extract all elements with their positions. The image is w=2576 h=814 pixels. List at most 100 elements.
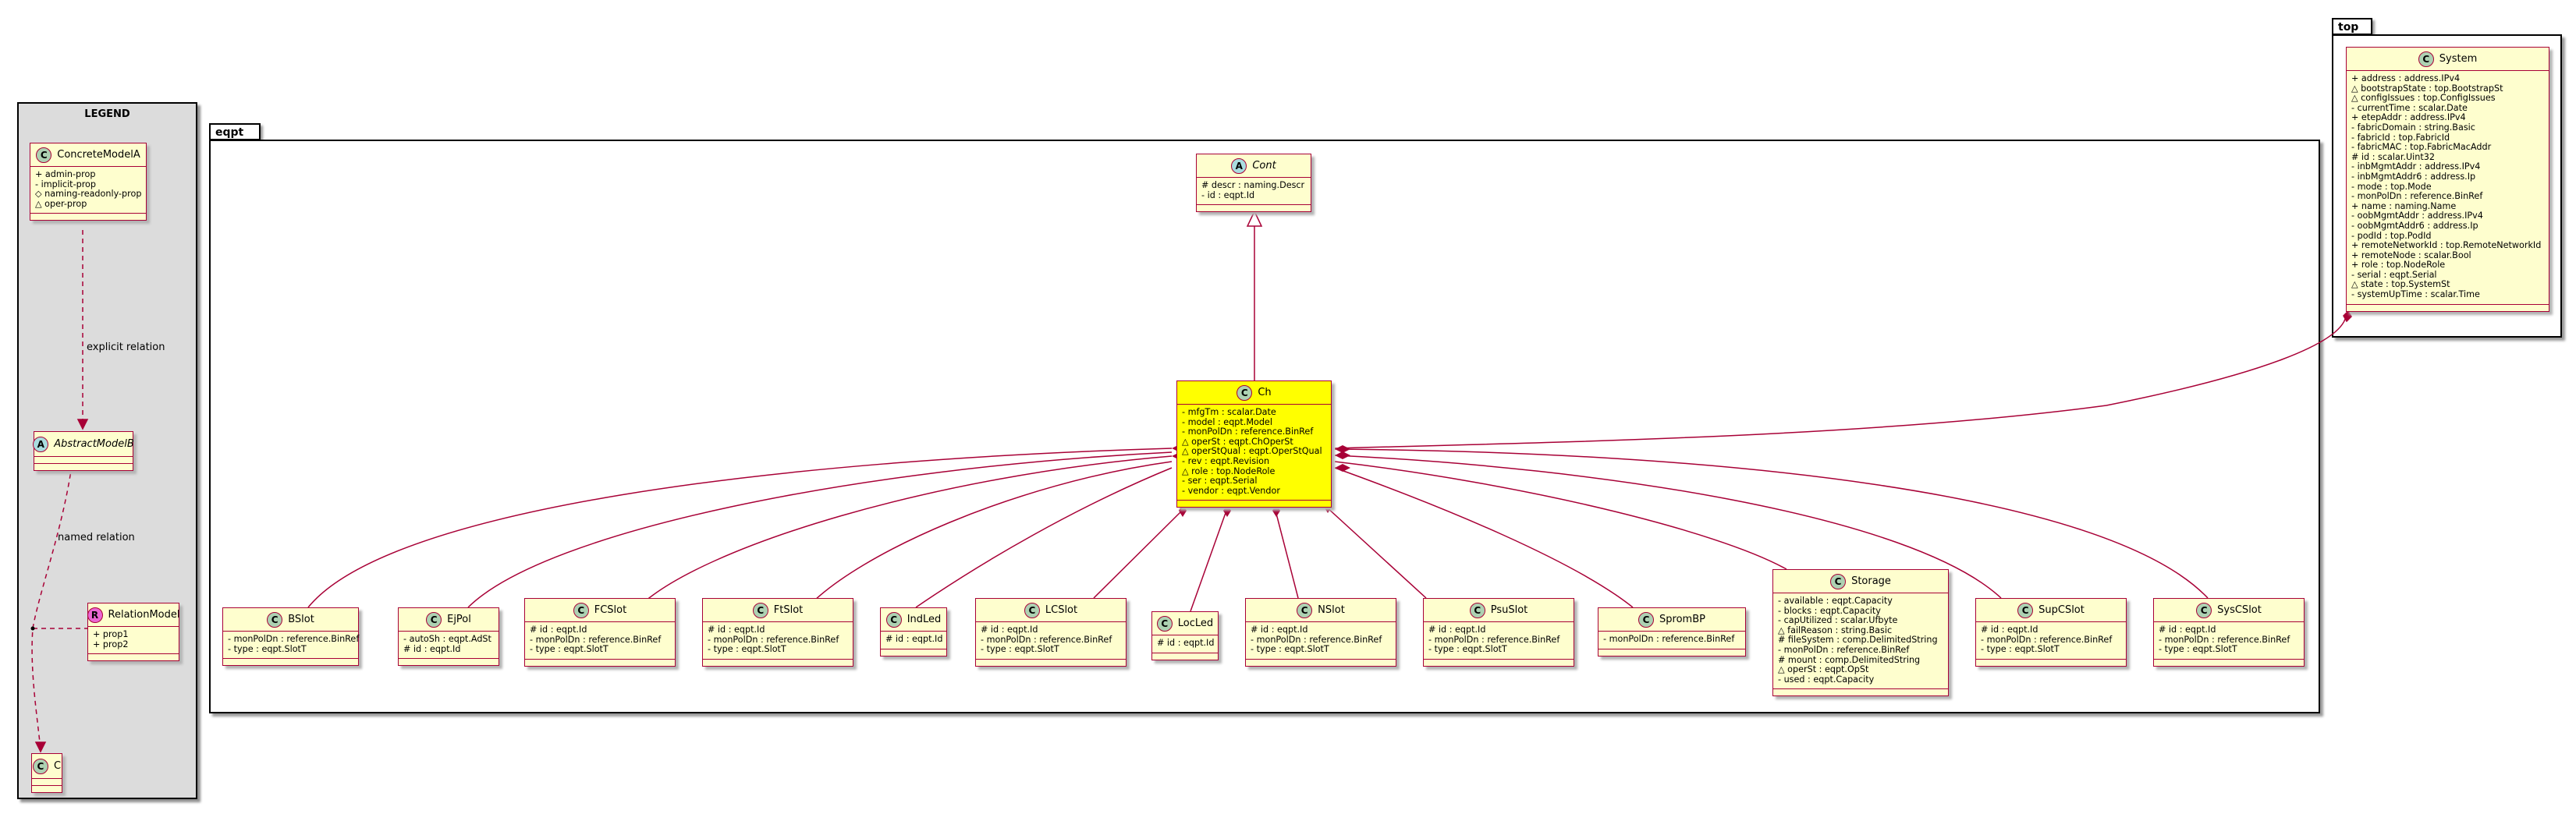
class-attribute: - systemUpTime : scalar.Time bbox=[2351, 289, 2480, 300]
composition-ejpol bbox=[467, 451, 1173, 608]
composition-storage bbox=[1334, 461, 1787, 570]
class-attribute: ◇ naming-readonly-prop bbox=[35, 189, 142, 200]
class-attribute: - podId : top.PodId bbox=[2351, 230, 2432, 241]
class-attribute: # descr : naming.Descr bbox=[1201, 180, 1305, 190]
class-stereotype-icon: C bbox=[573, 602, 589, 618]
system-composition-line bbox=[1334, 316, 2347, 449]
class-stereotype-icon: C bbox=[1469, 602, 1485, 618]
class-methods bbox=[1246, 660, 1396, 666]
class-locled[interactable]: C LocLed # id : eqpt.Id bbox=[1151, 611, 1219, 660]
class-stereotype-icon: C bbox=[2196, 602, 2212, 618]
class-attributes: # id : eqpt.Id bbox=[881, 632, 946, 649]
class-stereotype-icon: C bbox=[1024, 602, 1040, 618]
class-stereotype-icon: C bbox=[2017, 602, 2034, 618]
composition-sprombp bbox=[1334, 467, 1634, 608]
class-attribute: - type : eqpt.SlotT bbox=[2159, 644, 2237, 655]
class-attribute: - monPolDn : reference.BinRef bbox=[228, 634, 360, 644]
class-name: LocLed bbox=[1177, 618, 1214, 629]
class-attribute: - implicit-prop bbox=[35, 179, 97, 189]
class-methods bbox=[881, 649, 946, 656]
class-attribute: # id : eqpt.Id bbox=[530, 625, 587, 635]
class-methods bbox=[32, 786, 62, 792]
class-methods bbox=[525, 660, 675, 666]
composition-supcslot bbox=[1334, 455, 2002, 599]
inheritance-arrowhead bbox=[1246, 210, 1263, 227]
class-name: SupCSlot bbox=[2038, 604, 2085, 616]
class-attribute: - type : eqpt.SlotT bbox=[530, 644, 609, 655]
class-methods bbox=[1177, 501, 1331, 507]
class-attribute: - monPolDn : reference.BinRef bbox=[708, 634, 839, 645]
class-name: AbstractModelB bbox=[54, 438, 134, 450]
explicit-relation-label: explicit relation bbox=[87, 342, 165, 353]
class-attribute: + admin-prop bbox=[35, 169, 96, 179]
class-attribute: - monPolDn : reference.BinRef bbox=[1778, 644, 1910, 655]
class-stereotype-icon: C bbox=[1297, 602, 1313, 618]
class-stereotype-icon: C bbox=[1156, 615, 1173, 632]
class-attribute: - id : eqpt.Id bbox=[1201, 189, 1255, 200]
class-stereotype-icon: C bbox=[1638, 611, 1655, 628]
class-attribute: - type : eqpt.SlotT bbox=[228, 643, 307, 654]
class-attributes: + address : address.IPv4△ bootstrapState… bbox=[2347, 71, 2549, 305]
class-attribute: - available : eqpt.Capacity bbox=[1778, 596, 1893, 606]
class-attribute: + prop2 bbox=[93, 639, 129, 649]
class-attributes: - monPolDn : reference.BinRef- type : eq… bbox=[223, 632, 360, 660]
class-attribute: △ configIssues : top.ConfigIssues bbox=[2351, 93, 2496, 104]
legend-explicit-arrowhead bbox=[76, 419, 89, 430]
class-stereotype-icon: C bbox=[2418, 51, 2434, 67]
class-name: RelationModel bbox=[108, 609, 180, 621]
class-attributes: # id : eqpt.Id- monPolDn : reference.Bin… bbox=[1246, 622, 1396, 660]
class-methods bbox=[88, 654, 179, 660]
class-attribute: - autoSh : eqpt.AdSt bbox=[403, 634, 491, 644]
class-attribute: # id : eqpt.Id bbox=[2159, 625, 2216, 635]
class-attribute: - currentTime : scalar.Date bbox=[2351, 102, 2468, 113]
class-attribute: - monPolDn : reference.BinRef bbox=[1981, 634, 2113, 645]
class-attribute: - oobMgmtAddr : address.IPv4 bbox=[2351, 211, 2483, 221]
class-attribute: △ oper-prop bbox=[35, 198, 87, 209]
class-attributes: # id : eqpt.Id- monPolDn : reference.Bin… bbox=[976, 622, 1126, 660]
class-attribute: - serial : eqpt.Serial bbox=[2351, 269, 2437, 280]
class-stereotype-icon: R bbox=[87, 607, 103, 623]
class-attribute: # id : eqpt.Id bbox=[1251, 625, 1308, 635]
class-attributes: + prop1+ prop2 bbox=[88, 627, 179, 655]
class-stereotype-icon: C bbox=[1830, 573, 1847, 589]
class-attribute: - blocks : eqpt.Capacity bbox=[1778, 605, 1881, 616]
class-attribute: + address : address.IPv4 bbox=[2351, 73, 2461, 83]
class-header: C SupCSlot bbox=[1976, 599, 2126, 622]
class-stereotype-icon: C bbox=[36, 147, 52, 163]
class-attribute: - fabricMAC : top.FabricMacAddr bbox=[2351, 142, 2492, 153]
composition-locled bbox=[1190, 510, 1227, 612]
class-relation-model[interactable]: R RelationModel + prop1+ prop2 bbox=[87, 603, 180, 662]
class-attributes: - autoSh : eqpt.AdSt# id : eqpt.Id bbox=[399, 632, 499, 660]
class-name: Cont bbox=[1252, 160, 1276, 172]
system-composition-diamond bbox=[2343, 310, 2352, 323]
class-methods bbox=[2347, 305, 2549, 311]
class-attribute: # id : eqpt.Id bbox=[1157, 638, 1215, 648]
class-attributes: - mfgTm : scalar.Date- model : eqpt.Mode… bbox=[1177, 405, 1331, 501]
